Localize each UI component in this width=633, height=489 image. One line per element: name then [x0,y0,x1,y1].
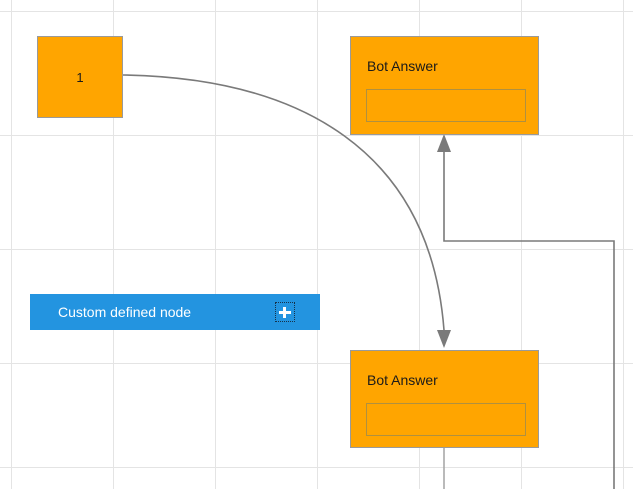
grid-line-vertical [317,0,318,489]
custom-defined-node-label: Custom defined node [58,304,192,320]
bot-answer-title: Bot Answer [367,58,438,74]
grid-line-vertical [215,0,216,489]
grid-line-horizontal [0,363,633,364]
plus-icon[interactable] [275,302,295,322]
grid-line-vertical [113,0,114,489]
plus-icon-vertical-bar [283,307,286,318]
grid-line-horizontal [0,11,633,12]
grid-line-horizontal [0,249,633,250]
grid-line-horizontal [0,467,633,468]
bot-answer-field[interactable] [366,89,526,122]
bot-answer-node-bottom[interactable]: Bot Answer [350,350,539,448]
node-1-label: 1 [76,69,84,85]
grid-line-vertical [623,0,624,489]
node-1[interactable]: 1 [37,36,123,118]
bot-answer-field[interactable] [366,403,526,436]
custom-defined-node-item[interactable]: Custom defined node [30,294,320,330]
grid-line-horizontal [0,135,633,136]
grid-line-vertical [11,0,12,489]
bot-answer-title: Bot Answer [367,372,438,388]
bot-answer-node-top[interactable]: Bot Answer [350,36,539,135]
